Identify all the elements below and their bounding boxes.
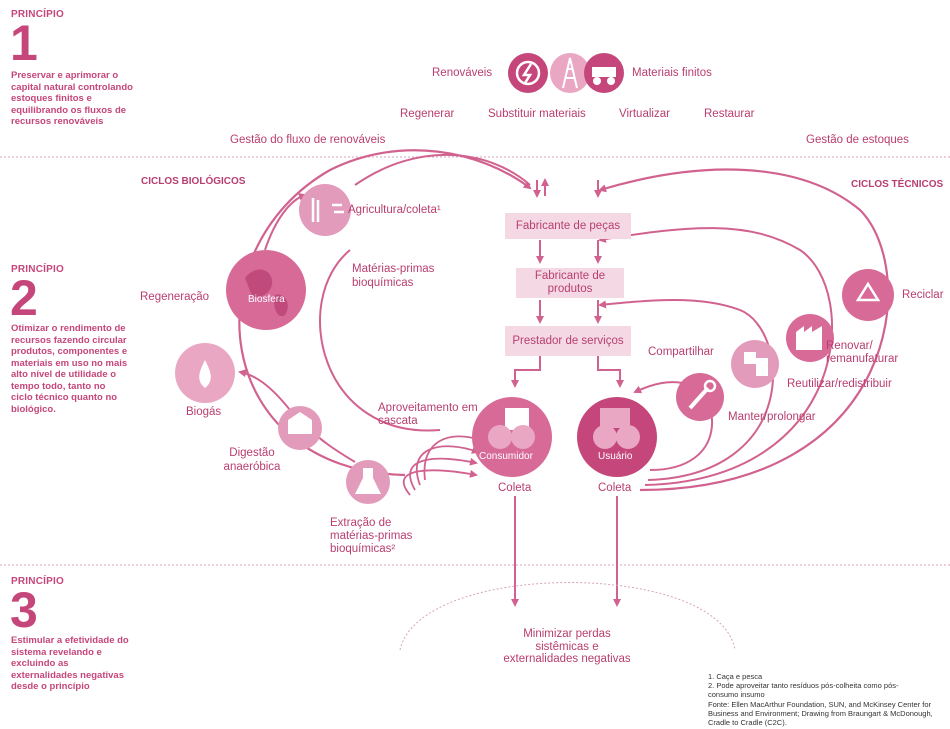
renewables-icon (508, 53, 548, 93)
anaerobic-label: Digestão anaeróbica (223, 447, 281, 473)
bio-collection-label: Coleta (498, 482, 532, 494)
action-substitute: Substituir materiais (488, 108, 586, 120)
user-label: Usuário (598, 451, 633, 462)
principle-2-label: PRINCÍPIO (11, 264, 64, 275)
consumer-label: Consumidor (479, 451, 533, 462)
refurbish-label: Renovar/ remanufaturar (826, 340, 899, 365)
source-note: Fonte: Ellen MacArthur Foundation, SUN, … (708, 700, 933, 727)
anaerobic-icon (278, 406, 322, 450)
action-restore: Restaurar (704, 108, 755, 120)
agriculture-label: Agricultura/coleta¹ (348, 204, 441, 216)
inner-bio-loop (319, 249, 441, 432)
reuse-label: Reutilizar/redistribuir (787, 378, 892, 390)
consumer-icon (472, 397, 552, 477)
stock-management-label: Gestão de estoques (806, 134, 909, 146)
renewables-label: Renováveis (432, 67, 493, 79)
technical-cycles-title: CICLOS TÉCNICOS (851, 179, 944, 190)
recycle-icon (842, 269, 894, 321)
principle-1-label: PRINCÍPIO (11, 9, 64, 20)
principle-3-number: 3 (10, 582, 38, 638)
minimize-losses-label: Minimizar perdas sistêmicas e externalid… (503, 628, 631, 665)
wrench-icon (676, 373, 724, 421)
agriculture-icon (299, 184, 351, 236)
oil-rig-icon (550, 53, 590, 93)
agri-to-parts (354, 153, 531, 186)
biosphere-icon (226, 250, 306, 330)
tech-collection-label: Coleta (598, 482, 632, 494)
user-icon (577, 397, 657, 477)
digest-to-biogas (238, 369, 291, 411)
parts-manufacturer-box: Fabricante de peças (505, 213, 631, 239)
extraction-label: Extração de matérias-primas bioquímicas² (330, 517, 413, 555)
cascade-label: Aproveitamento em cascata (378, 402, 478, 427)
principle-3-label: PRINCÍPIO (11, 576, 64, 587)
recycle-loop (598, 168, 890, 492)
principle-2-number: 2 (10, 270, 38, 326)
maintain-label: Manter/prolongar (728, 411, 816, 423)
finite-materials-label: Materiais finitos (632, 67, 712, 79)
boxes-icon (731, 340, 779, 388)
principle-2-text: Otimizar o rendimento de recursos fazend… (11, 323, 128, 415)
action-virtualize: Virtualizar (619, 108, 670, 120)
regeneration-label: Regeneração (140, 291, 210, 303)
flask-icon (346, 460, 390, 504)
minimize-arc (399, 582, 736, 651)
factory-icon (786, 314, 834, 362)
footnote-1: 1. Caça e pesca (708, 672, 763, 681)
refurbish-loop (598, 227, 833, 486)
raw-materials-label: Matérias-primas bioquímicas (352, 263, 435, 289)
recycle-label: Reciclar (902, 289, 944, 301)
principle-3-text: Estimular a efetividade do sistema revel… (11, 635, 129, 692)
biosphere-to-agri (264, 193, 307, 251)
biogas-icon (175, 343, 235, 403)
product-manufacturer-box: Fabricante de produtos (516, 268, 624, 298)
principle-1-number: 1 (10, 15, 38, 71)
biosphere-label: Biosfera (248, 294, 285, 305)
share-label: Compartilhar (648, 346, 714, 358)
footnote-2: 2. Pode aproveitar tanto resíduos pós-co… (708, 681, 899, 699)
action-regenerate: Regenerar (400, 108, 455, 120)
mine-cart-icon (584, 53, 624, 93)
reuse-loop (598, 299, 774, 481)
principle-1-text: Preservar e aprimorar o capital natural … (11, 70, 133, 127)
biological-cycles-title: CICLOS BIOLÓGICOS (141, 176, 246, 187)
service-provider-box: Prestador de serviços (505, 326, 631, 356)
biogas-label: Biogás (186, 406, 222, 418)
renewables-flow-label: Gestão do fluxo de renováveis (230, 134, 386, 146)
